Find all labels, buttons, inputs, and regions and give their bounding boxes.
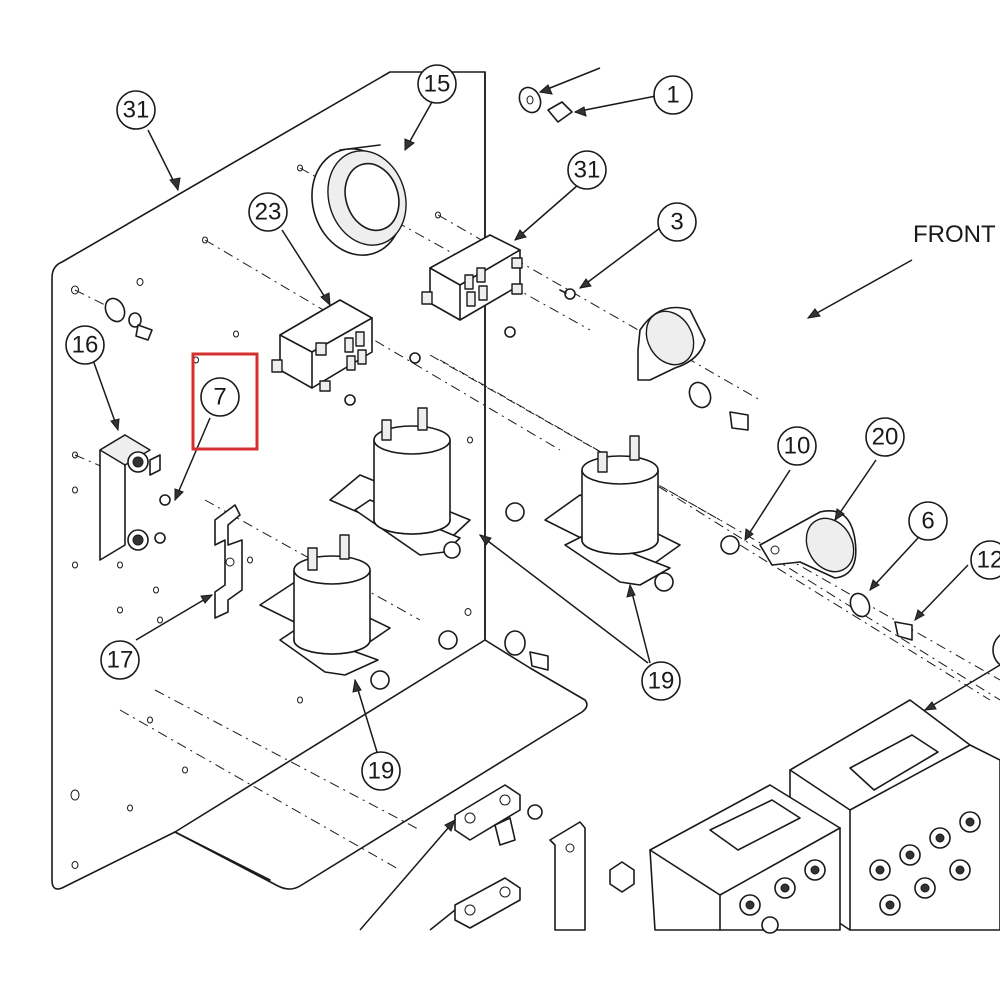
motor-controllers	[649, 699, 1000, 934]
callout-label-3: 3	[670, 209, 683, 236]
callout-label-19a: 19	[368, 758, 395, 785]
callout-label-7: 7	[213, 384, 226, 411]
front-label: FRONT	[913, 221, 996, 248]
fuse-part	[214, 504, 243, 619]
callout-12: 12	[970, 540, 1000, 580]
callout-label-20: 20	[872, 424, 899, 451]
callout-label-19b: 19	[648, 668, 675, 695]
callout-label-17: 17	[107, 647, 134, 674]
callout-6: 6	[908, 501, 948, 541]
callout-19-lower: 19	[361, 751, 401, 791]
cable-clamp-upper	[637, 306, 749, 431]
callout-31-upper-right: 31	[567, 150, 607, 190]
washer-bolt-1	[518, 86, 573, 123]
callout-17: 17	[100, 640, 140, 680]
relay-upper-left	[271, 299, 373, 392]
callout-10: 10	[777, 426, 817, 466]
lower-brackets	[454, 784, 635, 931]
screws	[154, 288, 576, 544]
washer-bolt-left	[104, 297, 153, 341]
callout-label-15: 15	[424, 71, 451, 98]
callout-31-upper-left: 23	[248, 192, 288, 232]
callout-20: 20	[865, 417, 905, 457]
callout-15: 15	[417, 64, 457, 104]
callout-16: 16	[65, 325, 105, 365]
callout-label-31b: 31	[574, 157, 601, 184]
grommet-part	[311, 144, 407, 256]
callout-3: 3	[657, 202, 697, 242]
leader-lines	[92, 67, 1000, 931]
callout-19-right: 19	[641, 661, 681, 701]
callout-label-16: 16	[72, 332, 99, 359]
solenoid-upper-center	[329, 407, 525, 559]
highlight-box	[191, 352, 259, 451]
callout-label-6: 6	[921, 508, 934, 535]
solenoid-right	[544, 435, 681, 592]
cable-clamp-20	[720, 510, 913, 641]
callout-23: 31	[116, 90, 156, 130]
callout-7: 7	[200, 377, 240, 417]
callout-label-10: 10	[784, 433, 811, 460]
callout-label-1: 1	[666, 82, 679, 109]
callout-label-23: 31	[123, 97, 150, 124]
solenoid-lower-left	[259, 534, 549, 690]
terminal-block	[99, 434, 161, 561]
callout-partial-edge	[992, 634, 1000, 666]
callout-1: 1	[653, 75, 693, 115]
callout-label-31a: 23	[255, 199, 282, 226]
callout-label-12: 12	[977, 547, 1000, 574]
relay-upper-right	[421, 234, 523, 321]
